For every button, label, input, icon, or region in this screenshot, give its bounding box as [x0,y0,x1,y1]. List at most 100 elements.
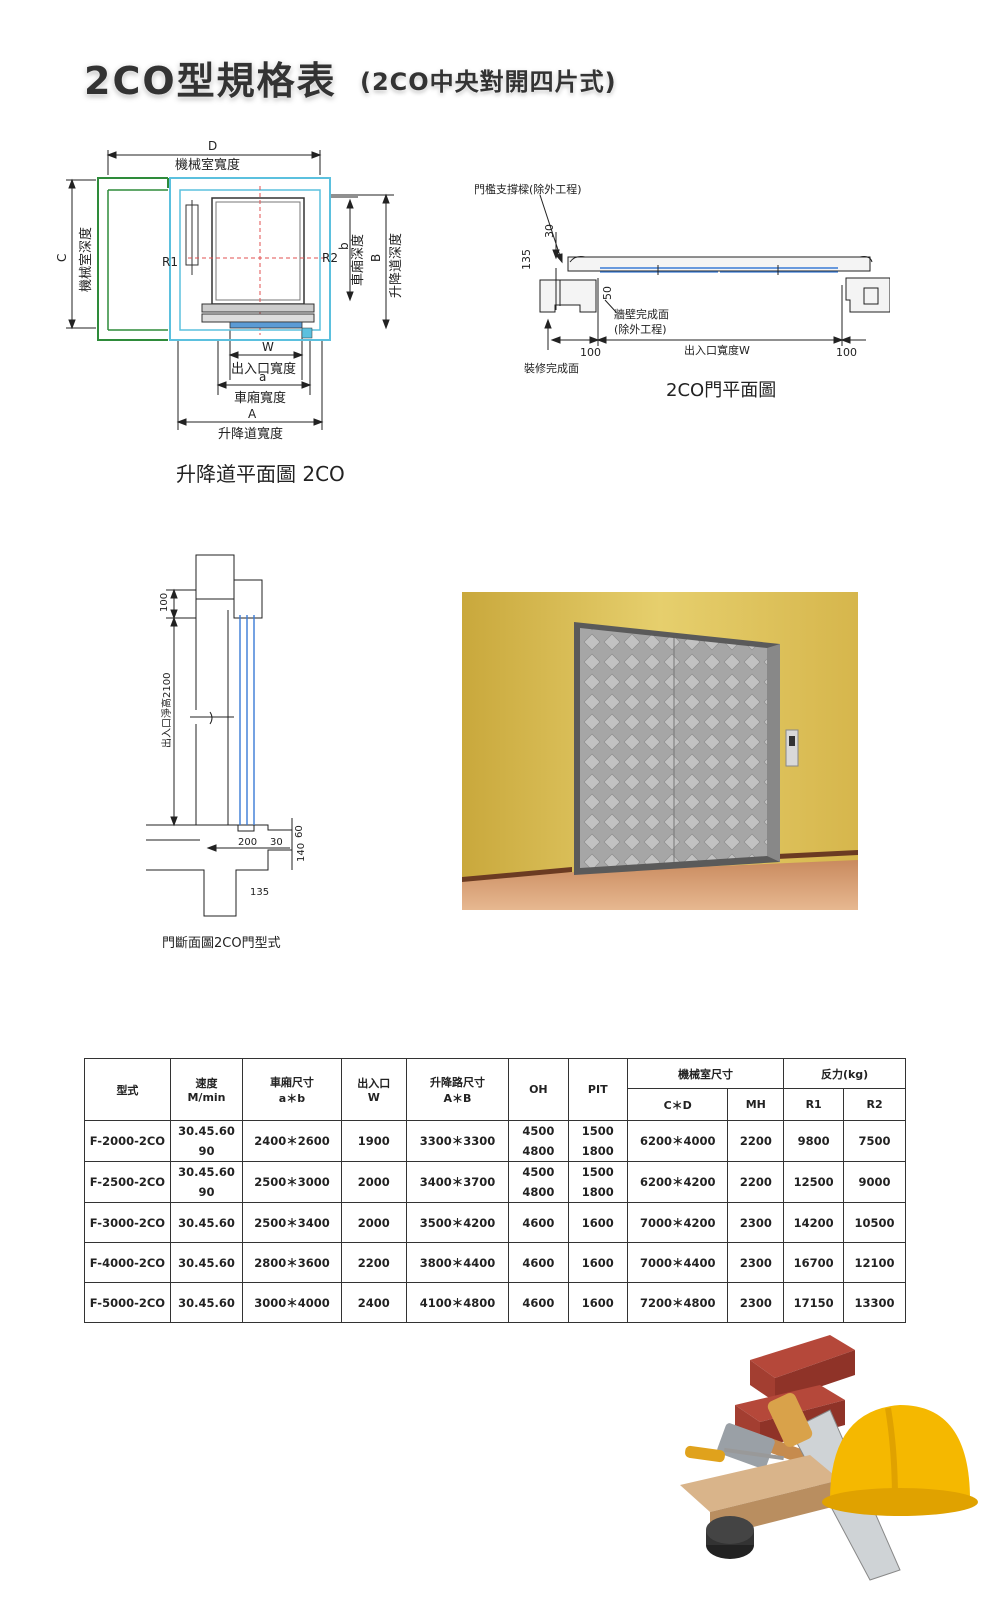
cell-oh-1: 4500 [522,1165,555,1179]
cell-cd: 6200＊4200 [626,1161,729,1203]
elevator-door-photo [462,592,858,910]
header-r1: R1 [783,1088,845,1121]
dim-135-label: 135 [250,887,269,898]
cell-speed-1: 30.45.60 [178,1124,235,1138]
dim-60-label: 60 [294,825,305,838]
table-row: F-4000-2CO 30.45.60 2800＊3600 2200 3800＊… [84,1242,906,1283]
dim-A-label: A [248,407,257,421]
cell-speed: 30.45.60 [169,1242,244,1283]
dim-30-label: 30 [543,224,556,238]
dim-30-label: 30 [270,837,283,848]
cell-speed-2: 90 [198,1144,215,1158]
cell-r2: 12100 [843,1242,906,1283]
dim-a-label: a [259,370,266,384]
cell-pit-2: 1800 [581,1185,614,1199]
cell-oh: 4600 [508,1242,569,1283]
door-plan-diagram: 門檻支撐樑(除外工程) 30 135 50 牆壁完成面 (除外工程) 100 出… [474,182,890,375]
header-oh: OH [508,1058,569,1121]
cell-hoist: 3500＊4200 [405,1202,510,1243]
cell-hoist: 3400＊3700 [405,1161,510,1203]
cell-r1: 14200 [783,1202,845,1243]
cell-model: F-4000-2CO [84,1242,171,1283]
header-hoistway-unit: A＊B [443,1091,472,1105]
cell-car: 2500＊3400 [242,1202,342,1243]
cell-mh: 2300 [727,1242,785,1283]
hoistway-depth-label: 升降道深度 [388,233,404,298]
cell-oh-2: 4800 [522,1185,555,1199]
dim-140-label: 140 [296,843,307,862]
cell-speed: 30.45.60 [169,1202,244,1243]
cell-pit: 1600 [567,1202,628,1243]
dim-100-label: 100 [159,593,170,612]
cell-w: 2000 [340,1202,407,1243]
cell-car: 2400＊2600 [242,1120,342,1162]
dim-100-right-label: 100 [836,346,857,359]
cell-r1: 12500 [783,1161,845,1203]
cell-speed: 30.45.60 90 [169,1120,244,1162]
cell-model: F-3000-2CO [84,1202,171,1243]
wall-finish-label: 牆壁完成面 [614,307,669,321]
header-speed-label: 速度 [195,1077,218,1090]
cell-mh: 2300 [727,1202,785,1243]
cell-r1: 9800 [783,1120,845,1162]
cell-r1: 17150 [783,1282,845,1323]
cell-model: F-5000-2CO [84,1282,171,1323]
sill-support-label: 門檻支撐樑(除外工程) [474,182,582,196]
dim-C-label: C [55,254,69,262]
header-car-size-label: 車廂尺寸 [269,1075,314,1089]
cell-speed-2: 90 [198,1185,215,1199]
table-row: F-3000-2CO 30.45.60 2500＊3400 2000 3500＊… [84,1202,906,1243]
cell-oh-2: 4800 [522,1144,555,1158]
cell-pit: 1500 1800 [567,1161,628,1203]
dim-50-label: 50 [601,286,614,300]
entrance-width-w-label: 出入口寬度W [684,343,750,357]
cell-pit: 1600 [567,1282,628,1323]
cell-pit-1: 1500 [581,1165,614,1179]
cell-model: F-2000-2CO [84,1120,171,1162]
header-pit: PIT [567,1058,628,1121]
cell-car: 3000＊4000 [242,1282,342,1323]
cell-model: F-2500-2CO [84,1161,171,1203]
cell-car: 2500＊3000 [242,1161,342,1203]
header-entrance-label: 出入口 [357,1077,391,1090]
header-hoistway-label: 升降路尺寸 [429,1075,485,1089]
cell-oh: 4500 4800 [508,1161,569,1203]
car-width-label: 車廂寬度 [234,390,286,406]
hoistway-plan-diagram: D 機械室寬度 C 機械室深度 R1 R2 b 車廂深度 B 升降道深度 W 出… [55,139,404,442]
page-title: 2CO型規格表 [84,59,337,103]
screwdriver-icon [685,1445,784,1463]
cell-w: 2400 [340,1282,407,1323]
cell-oh-1: 4500 [522,1124,555,1138]
header-model: 型式 [84,1058,171,1121]
dim-R1-label: R1 [162,255,178,269]
cell-r1: 16700 [783,1242,845,1283]
cell-cd: 7000＊4400 [626,1242,729,1283]
cell-w: 2000 [340,1161,407,1203]
cell-cd: 6200＊4000 [626,1120,729,1162]
table-row: F-5000-2CO 30.45.60 3000＊4000 2400 4100＊… [84,1282,906,1323]
cell-pit: 1600 [567,1242,628,1283]
car-depth-label: 車廂深度 [350,234,366,286]
cell-mh: 2200 [727,1161,785,1203]
cell-r2: 10500 [843,1202,906,1243]
wall-finish-note: (除外工程) [614,322,667,336]
decor-finish-label: 裝修完成面 [524,361,579,375]
cell-hoist: 4100＊4800 [405,1282,510,1323]
dim-D-label: D [208,139,217,153]
header-mh: MH [727,1088,785,1121]
header-speed-unit: M/min [187,1091,226,1104]
cell-mh: 2200 [727,1120,785,1162]
construction-tools-illustration [680,1335,978,1581]
door-section-diagram: 100 出入口淨高2100 200 30 60 140 135 [146,554,307,917]
dim-b-label: b [337,242,351,250]
cell-oh: 4600 [508,1282,569,1323]
cell-oh: 4600 [508,1202,569,1243]
cell-hoist: 3300＊3300 [405,1120,510,1162]
cell-cd: 7200＊4800 [626,1282,729,1323]
entrance-width-label: 出入口寬度 [231,361,296,377]
door-section-caption: 門斷面圖2CO門型式 [162,936,281,951]
machine-room-depth-label: 機械室深度 [78,227,94,292]
